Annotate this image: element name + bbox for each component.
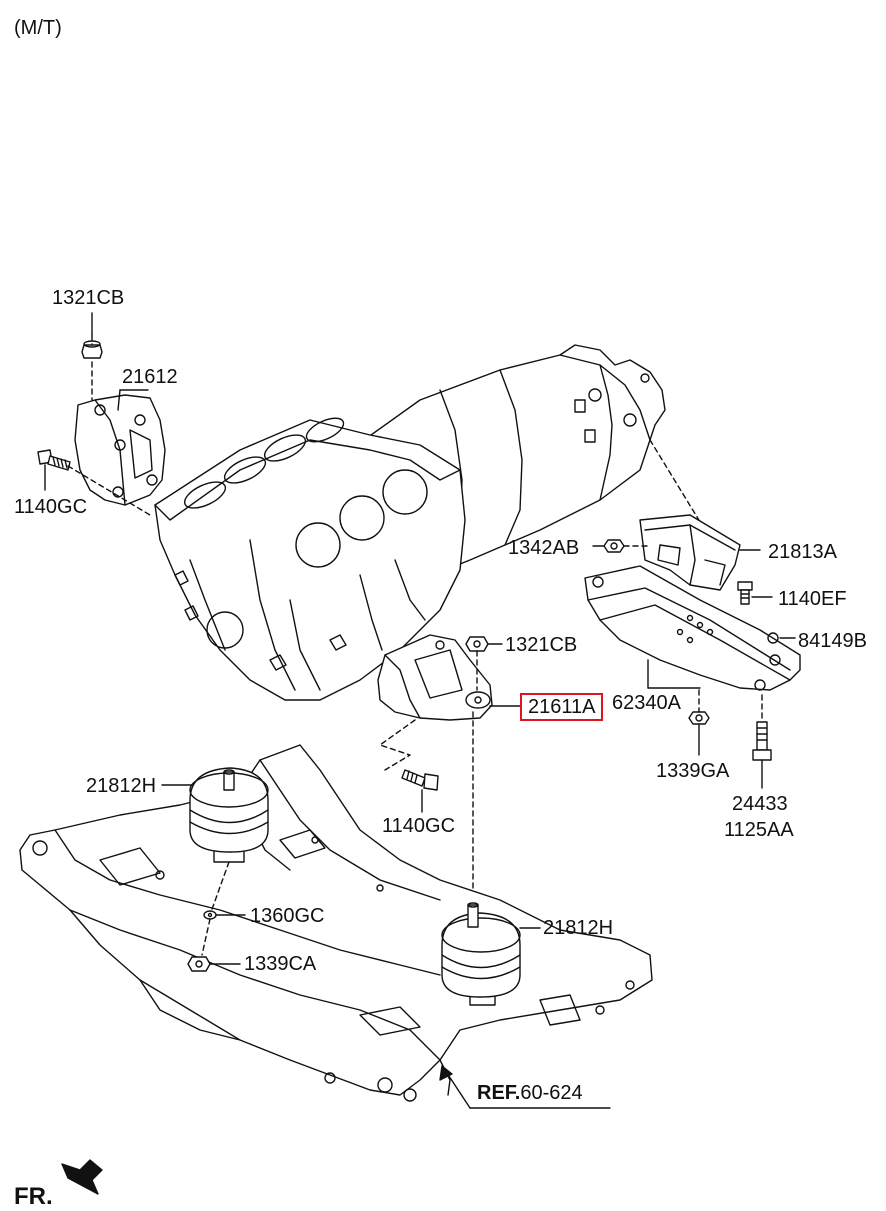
nut-1321cb-top — [81, 340, 103, 359]
leader-1339ca-dash — [201, 918, 211, 956]
part-label-1140gc-mid: 1140GC — [382, 815, 456, 837]
part-label-1125aa: 1125AA — [724, 819, 794, 841]
crossmember-62340a — [584, 565, 801, 691]
bolt-1140gc-left — [37, 449, 71, 471]
part-label-62340a: 62340A — [612, 692, 681, 714]
leader-ref — [444, 1069, 471, 1109]
bracket-21611a — [377, 634, 493, 721]
front-orientation-label: FR. — [14, 1183, 53, 1210]
plug-84149b — [767, 632, 779, 644]
washer-1360gc — [203, 910, 217, 920]
leader-21612-b — [117, 389, 121, 411]
part-label-1140gc-left: 1140GC — [14, 496, 88, 518]
part-label-21812h-left: 21812H — [86, 775, 157, 797]
nut-1342ab — [603, 539, 625, 553]
part-label-21612: 21612 — [122, 366, 178, 388]
part-label-1321cb-mid: 1321CB — [505, 634, 578, 656]
leader-1140gc-mid-dash — [379, 719, 416, 771]
nut-1339ga — [688, 711, 710, 725]
part-label-1342ab: 1342AB — [508, 537, 580, 559]
part-label-1140ef: 1140EF — [778, 588, 847, 610]
part-label-24433: 24433 — [732, 793, 788, 815]
part-label-1321cb-top: 1321CB — [52, 287, 125, 309]
part-label-21611a-highlighted[interactable]: 21611A — [520, 693, 604, 721]
nut-1321cb-mid — [465, 636, 489, 652]
part-label-21813a: 21813A — [768, 541, 837, 563]
subframe — [19, 744, 653, 1102]
bolt-1140gc-mid — [401, 769, 439, 791]
mount-21812h-right — [441, 902, 521, 1006]
reference-code: 60-624 — [520, 1082, 583, 1104]
leader-trans-to-21813a — [649, 439, 706, 531]
nut-1339ca — [187, 956, 211, 972]
bolt-24433 — [752, 721, 772, 761]
front-direction-arrow-icon — [61, 1159, 103, 1195]
leader-1140gc-left-dash — [67, 465, 151, 516]
variant-label: (M/T) — [14, 17, 62, 39]
part-label-84149b: 84149B — [798, 630, 867, 652]
leader-21812h-left-dash — [210, 861, 230, 913]
mount-21812h-left — [189, 767, 269, 863]
ref-arrow-icon — [439, 1065, 453, 1081]
engine-transmission-assembly — [154, 344, 666, 701]
part-label-1360gc: 1360GC — [250, 905, 325, 927]
reference-prefix: REF. — [477, 1082, 521, 1104]
bracket-21813a — [639, 514, 741, 591]
bolt-1140ef — [737, 581, 753, 605]
part-label-1339ga: 1339GA — [656, 760, 730, 782]
bracket-21612 — [74, 394, 166, 506]
part-label-21812h-right: 21812H — [543, 917, 614, 939]
part-label-1339ca: 1339CA — [244, 953, 317, 975]
reference-label[interactable]: REF.60-624 — [477, 1082, 583, 1104]
